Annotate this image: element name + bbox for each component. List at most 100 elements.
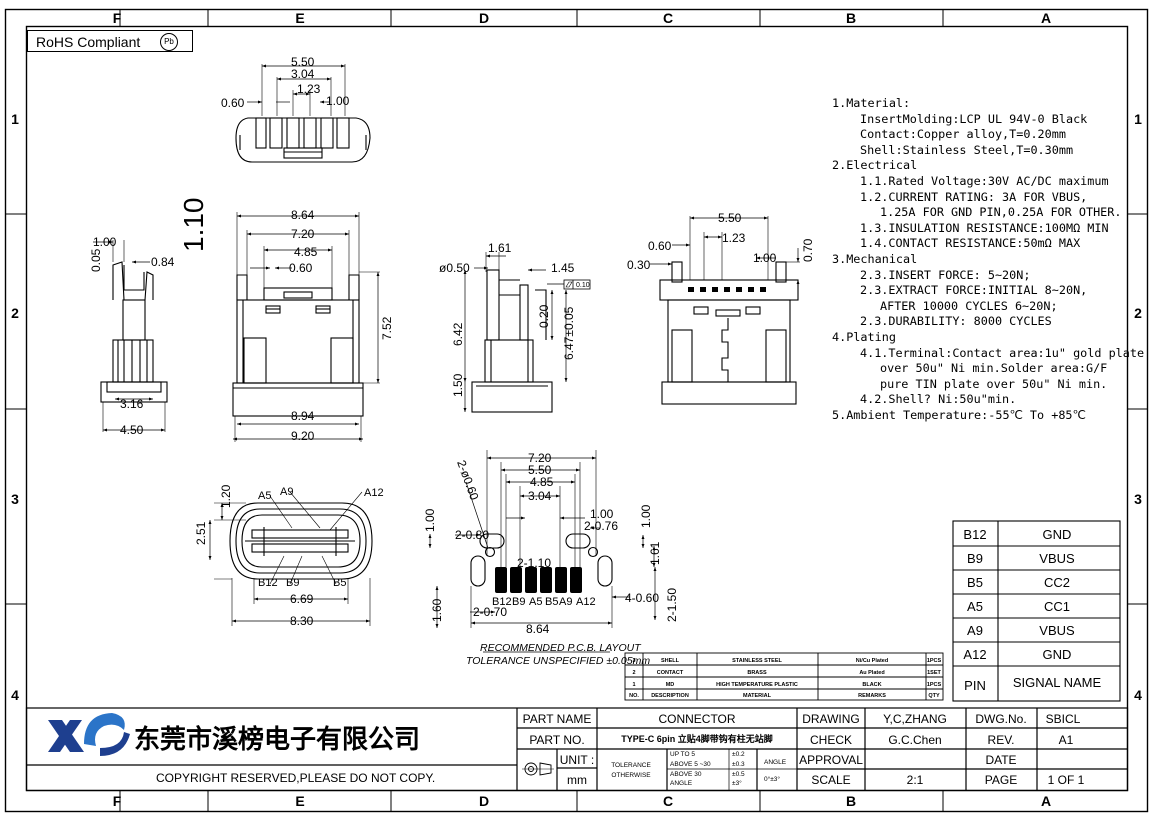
- bom-cell: Ni/Cu Plated: [856, 658, 888, 664]
- col-label-top: A: [1041, 10, 1051, 26]
- note-line: Shell:Stainless Steel,T=0.30mm: [860, 142, 1074, 157]
- company-logo: [48, 713, 130, 756]
- bom-cell: STAINLESS STEEL: [732, 658, 782, 664]
- dim-label: 5.50: [718, 211, 742, 225]
- dim-label: 1.00: [423, 508, 437, 532]
- signal-cell: CC1: [1044, 599, 1070, 614]
- row-label-right: 3: [1134, 491, 1142, 507]
- unit: mm: [567, 773, 587, 787]
- dim-label: 0.30: [627, 258, 651, 272]
- side-view-dims: 1.00 0.05 0.84 1.10 4.50 3.16: [89, 198, 209, 438]
- pin-label: A5: [529, 596, 542, 608]
- bom-cell: BLACK: [862, 682, 881, 688]
- dim-label: 1.00: [753, 251, 777, 265]
- pin-label: A5: [258, 490, 271, 502]
- dim-label: 6.69: [290, 592, 314, 606]
- bom-cell: CONTACT: [657, 670, 684, 676]
- bom-cell: 1PCS: [927, 658, 942, 664]
- bom-cell: Au Plated: [859, 670, 884, 676]
- note-line: over 50u" Ni min.Solder area:G/F: [880, 361, 1108, 376]
- page-label: PAGE: [985, 773, 1017, 787]
- dim-label: 1.00: [93, 235, 117, 249]
- dim-label: 3.04: [291, 67, 315, 81]
- part-name-label: PART NAME: [523, 712, 592, 726]
- col-label-top: D: [479, 10, 489, 26]
- dim-label: 0.20: [537, 304, 551, 328]
- dim-label: 1.00: [590, 507, 614, 521]
- approval-label: APPROVAL: [799, 753, 863, 767]
- drawing: Y,C,ZHANG: [883, 712, 947, 726]
- dim-label: 1.00: [639, 504, 653, 528]
- rohs-label: RoHS Compliant: [36, 34, 141, 50]
- dim-label: 0.70: [801, 238, 815, 262]
- note-line: InsertMolding:LCP UL 94V-0 Black: [860, 111, 1088, 126]
- part-no: TYPE-C 6pin 立贴4脚带钩有柱无站脚: [621, 733, 773, 744]
- note-line: AFTER 10000 CYCLES 6~20N;: [880, 298, 1058, 313]
- note-line: 1.Material:: [832, 96, 911, 110]
- col-label-bottom: F: [113, 793, 122, 809]
- pin-label: B12: [492, 596, 512, 608]
- dim-label: 4.50: [120, 423, 144, 437]
- dim-label: 1.00: [326, 94, 350, 108]
- dim-label: 1.61: [488, 241, 512, 255]
- pin-cell: A5: [967, 599, 983, 614]
- dim-label: 2-0.76: [584, 519, 618, 533]
- date-label: DATE: [985, 753, 1016, 767]
- dim-label: 6.47±0.05: [562, 306, 576, 360]
- dim-label: 8.30: [290, 614, 314, 628]
- row-label-right: 2: [1134, 305, 1142, 321]
- row-label-left: 4: [11, 687, 19, 703]
- pin-label: B12: [258, 577, 278, 589]
- note-line: 2.3.DURABILITY: 8000 CYCLES: [860, 314, 1052, 329]
- dim-label: 9.20: [291, 429, 315, 443]
- note-line: 2.3.INSERT FORCE: 5~20N;: [860, 267, 1031, 282]
- dim-label: 1.10: [178, 198, 209, 253]
- rear-view-dims: 5.50 1.23 0.60 0.30 1.00 0.70: [627, 211, 815, 272]
- pin-label: A9: [559, 596, 572, 608]
- note-line: 1.4.CONTACT RESISTANCE:50mΩ MAX: [860, 236, 1081, 251]
- tolerance-label: OTHERWISE: [611, 772, 651, 779]
- dim-label: 1.45: [551, 261, 575, 275]
- dim-label: 0.05: [89, 248, 103, 272]
- dim-label: 7.52: [380, 316, 394, 340]
- note-line: 2.Electrical: [832, 158, 918, 173]
- pcb-dims: 7.20 5.50 4.85 3.04 1.00 2-0.76 1.00 2-0…: [423, 451, 679, 667]
- bom-cell: HIGH TEMPERATURE PLASTIC: [716, 682, 798, 688]
- dim-label: 0.60: [221, 96, 245, 110]
- pin-cell: B9: [967, 551, 983, 566]
- bottom-view: [208, 491, 373, 626]
- tol-range: ABOVE 5 ~30: [670, 761, 711, 768]
- dim-label: 3.16: [120, 397, 144, 411]
- pin-table-text: B12 GND B9 VBUS B5 CC2 A5 CC1 A9 VBUS A1…: [963, 527, 1101, 693]
- pin-table: [952, 520, 1121, 702]
- bom-table: [624, 652, 944, 701]
- col-label-top: B: [846, 10, 856, 26]
- signal-cell: VBUS: [1039, 551, 1075, 566]
- signal-cell: VBUS: [1039, 623, 1075, 638]
- pcb-layout: [428, 450, 657, 653]
- dim-label: 7.20: [528, 451, 552, 465]
- dim-label: 2-1.10: [517, 556, 551, 570]
- dim-label: 2-1.50: [665, 588, 679, 622]
- dim-label: 8.64: [291, 208, 315, 222]
- copyright: COPYRIGHT RESERVED,PLEASE DO NOT COPY.: [156, 771, 435, 785]
- side-view: [93, 240, 168, 432]
- dim-label: 4.85: [294, 245, 318, 259]
- bom-header: DESCRIPTION: [651, 693, 689, 699]
- dim-label: 8.64: [526, 622, 550, 636]
- dim-label: 1.60: [430, 598, 444, 622]
- pcb-pads: [495, 567, 582, 593]
- dim-label: 5.50: [291, 55, 315, 69]
- dim-label: 0.60: [648, 239, 672, 253]
- angle-label: ANGLE: [764, 759, 787, 766]
- pin-cell: B12: [963, 527, 986, 542]
- dwg: SBICL: [1046, 712, 1081, 726]
- dim-label: 1.61: [648, 541, 662, 565]
- note-line: 5.Ambient Temperature:-55℃ To +85℃: [832, 407, 1086, 422]
- dim-label: 7.20: [291, 227, 315, 241]
- signal-cell: GND: [1043, 647, 1072, 662]
- pin-label: B5: [545, 596, 558, 608]
- pin-label: B9: [286, 577, 299, 589]
- rohs-badge: RoHS Compliant Pb: [27, 30, 193, 52]
